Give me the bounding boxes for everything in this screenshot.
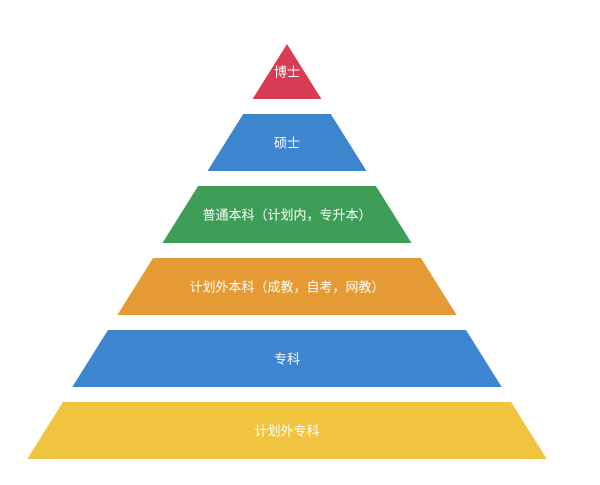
pyramid-tier-4-label: 计划外本科（成教，自考，网教） [189, 280, 384, 296]
pyramid-tier-5-label: 专科 [274, 353, 300, 368]
pyramid-tier-3-label: 普通本科（计划内，专升本） [202, 208, 371, 224]
pyramid-tier-2-label: 硕士 [274, 137, 300, 152]
pyramid-tier-2 [207, 114, 367, 171]
pyramid-tier-1 [252, 44, 322, 99]
pyramid-tier-3 [162, 186, 412, 243]
pyramid-tier-6 [27, 402, 547, 459]
pyramid-tier-6-label: 计划外专科 [254, 425, 319, 440]
pyramid-tier-1-label: 博士 [274, 66, 300, 81]
pyramid-tier-4 [117, 258, 457, 315]
pyramid-tier-5 [72, 330, 502, 387]
